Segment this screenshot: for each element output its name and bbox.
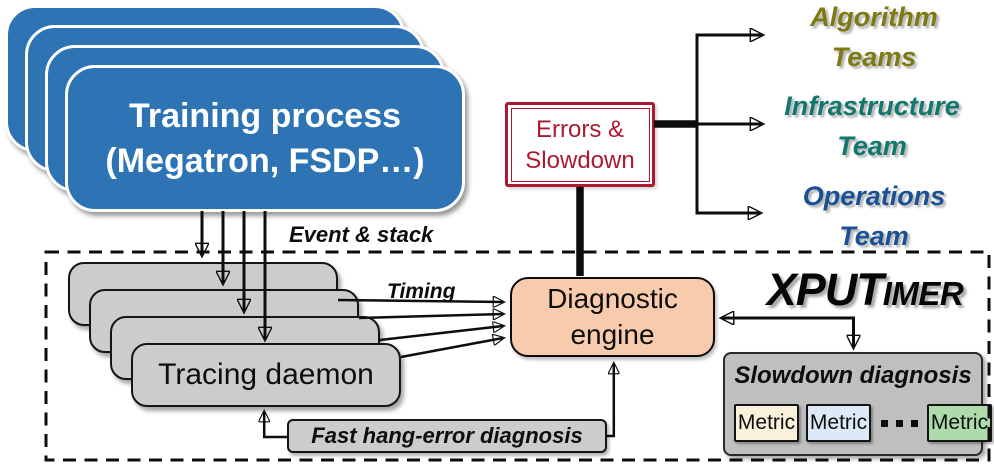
timing-annotation: Timing (387, 280, 456, 303)
arrow-timing-2 (358, 314, 503, 318)
training-process-subtitle: (Megatron, FSDP…) (105, 141, 425, 180)
team-algorithm-line2: Teams (831, 42, 917, 72)
errors-slowdown-box: Errors & Slowdown (505, 102, 655, 187)
arrow-fasthang-to-engine (606, 364, 614, 438)
errors-slowdown-line2: Slowdown (525, 146, 635, 174)
arrow-fasthang-to-daemon (264, 412, 288, 439)
team-operations-line2: Team (839, 221, 909, 251)
diagnostic-engine-line2: engine (570, 319, 655, 350)
training-process-card: Training process (Megatron, FSDP…) (65, 65, 465, 212)
team-algorithm-line1: Algorithm (810, 2, 938, 32)
arrow-timing-3 (379, 326, 503, 342)
metric-box-3-label: Metric (930, 411, 989, 434)
xputimer-brand-small: IMER (882, 275, 964, 312)
slowdown-diagnosis-box: Slowdown diagnosis Metric Metric Metric (723, 352, 992, 456)
metric-box-3: Metric (927, 404, 992, 442)
training-process-title: Training process (128, 96, 402, 135)
team-label-operations: Operations Team (756, 176, 992, 256)
event-stack-annotation: Event & stack (289, 222, 434, 247)
arrow-engine-slowdown-bidirectional (722, 318, 854, 347)
arrow-timing-4 (400, 338, 503, 359)
diagnostic-engine-line1: Diagnostic (547, 283, 678, 314)
xputimer-brand: XPUTIMER (740, 264, 990, 316)
metric-box-1: Metric (734, 404, 799, 442)
tracing-daemon-card: Tracing daemon (131, 343, 401, 407)
diagnostic-engine-box: Diagnostic engine (510, 277, 715, 357)
metric-ellipsis-icon (877, 419, 922, 427)
metric-box-2: Metric (806, 404, 871, 442)
fast-hang-error-diagnosis-label: Fast hang-error diagnosis (311, 423, 583, 448)
metric-row: Metric Metric Metric (734, 404, 992, 442)
team-label-infrastructure: Infrastructure Team (754, 86, 990, 166)
team-operations-line1: Operations (802, 181, 946, 211)
fast-hang-error-diagnosis-box: Fast hang-error diagnosis (287, 419, 607, 453)
metric-box-2-label: Metric (809, 411, 868, 434)
xputimer-brand-large: XPUT (766, 264, 884, 315)
team-infrastructure-line2: Team (837, 131, 907, 161)
metric-box-1-label: Metric (737, 411, 796, 434)
tracing-daemon-label: Tracing daemon (158, 358, 374, 391)
team-label-algorithm: Algorithm Teams (756, 0, 992, 77)
slowdown-diagnosis-title: Slowdown diagnosis (734, 362, 972, 389)
errors-slowdown-inner-border: Errors & Slowdown (510, 107, 650, 182)
team-infrastructure-line1: Infrastructure (784, 91, 960, 121)
errors-slowdown-line1: Errors & (535, 115, 624, 143)
